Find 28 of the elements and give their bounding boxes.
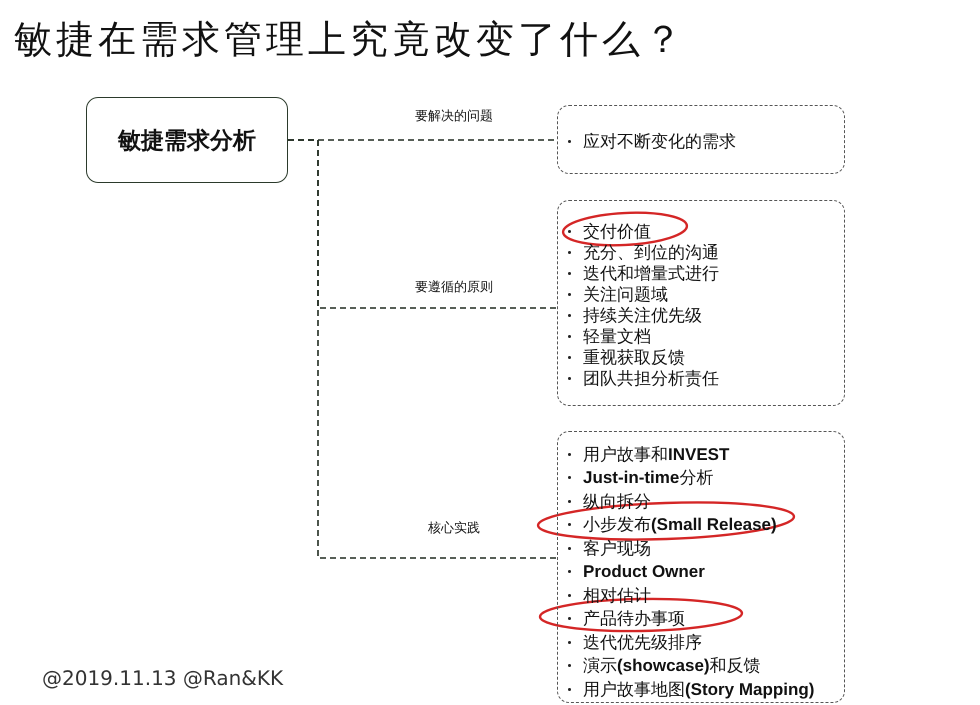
list-item: 重视获取反馈 xyxy=(583,346,685,368)
list-item: 小步发布(Small Release) xyxy=(583,514,777,536)
connector-line xyxy=(288,139,557,559)
title: 敏捷在需求管理上究竟改变了什么？ xyxy=(14,18,686,63)
list-item: Product Owner xyxy=(583,561,705,583)
edge-label: 核心实践 xyxy=(426,519,482,537)
list-item: 客户现场 xyxy=(583,538,651,560)
list-item: 迭代和增量式进行 xyxy=(583,262,719,284)
topic-box: 敏捷需求分析 xyxy=(86,97,288,183)
list-item: 产品待办事项 xyxy=(583,608,685,630)
list-item: 迭代优先级排序 xyxy=(583,632,702,654)
list-item: 持续关注优先级 xyxy=(583,304,702,326)
edge-label: 要遵循的原则 xyxy=(413,278,495,296)
list-item: Just-in-time分析 xyxy=(583,467,714,489)
list-item: 演示(showcase)和反馈 xyxy=(583,655,761,677)
list-item: 用户故事地图(Story Mapping) xyxy=(583,678,814,701)
list-item: 用户故事和INVEST xyxy=(583,444,730,466)
list-item: 应对不断变化的需求 xyxy=(583,131,736,152)
edge-label: 要解决的问题 xyxy=(413,107,495,125)
list-item: 轻量文档 xyxy=(583,326,651,346)
signature: @2019.11.13 @Ran&KK xyxy=(42,666,284,690)
list-item: 充分、到位的沟通 xyxy=(583,242,719,262)
list-item: 团队共担分析责任 xyxy=(583,368,719,388)
list-item: 关注问题域 xyxy=(583,284,668,304)
list-item: 交付价值 xyxy=(583,220,651,242)
list-box xyxy=(557,200,845,406)
list-box xyxy=(557,431,845,703)
list-box xyxy=(557,105,845,174)
